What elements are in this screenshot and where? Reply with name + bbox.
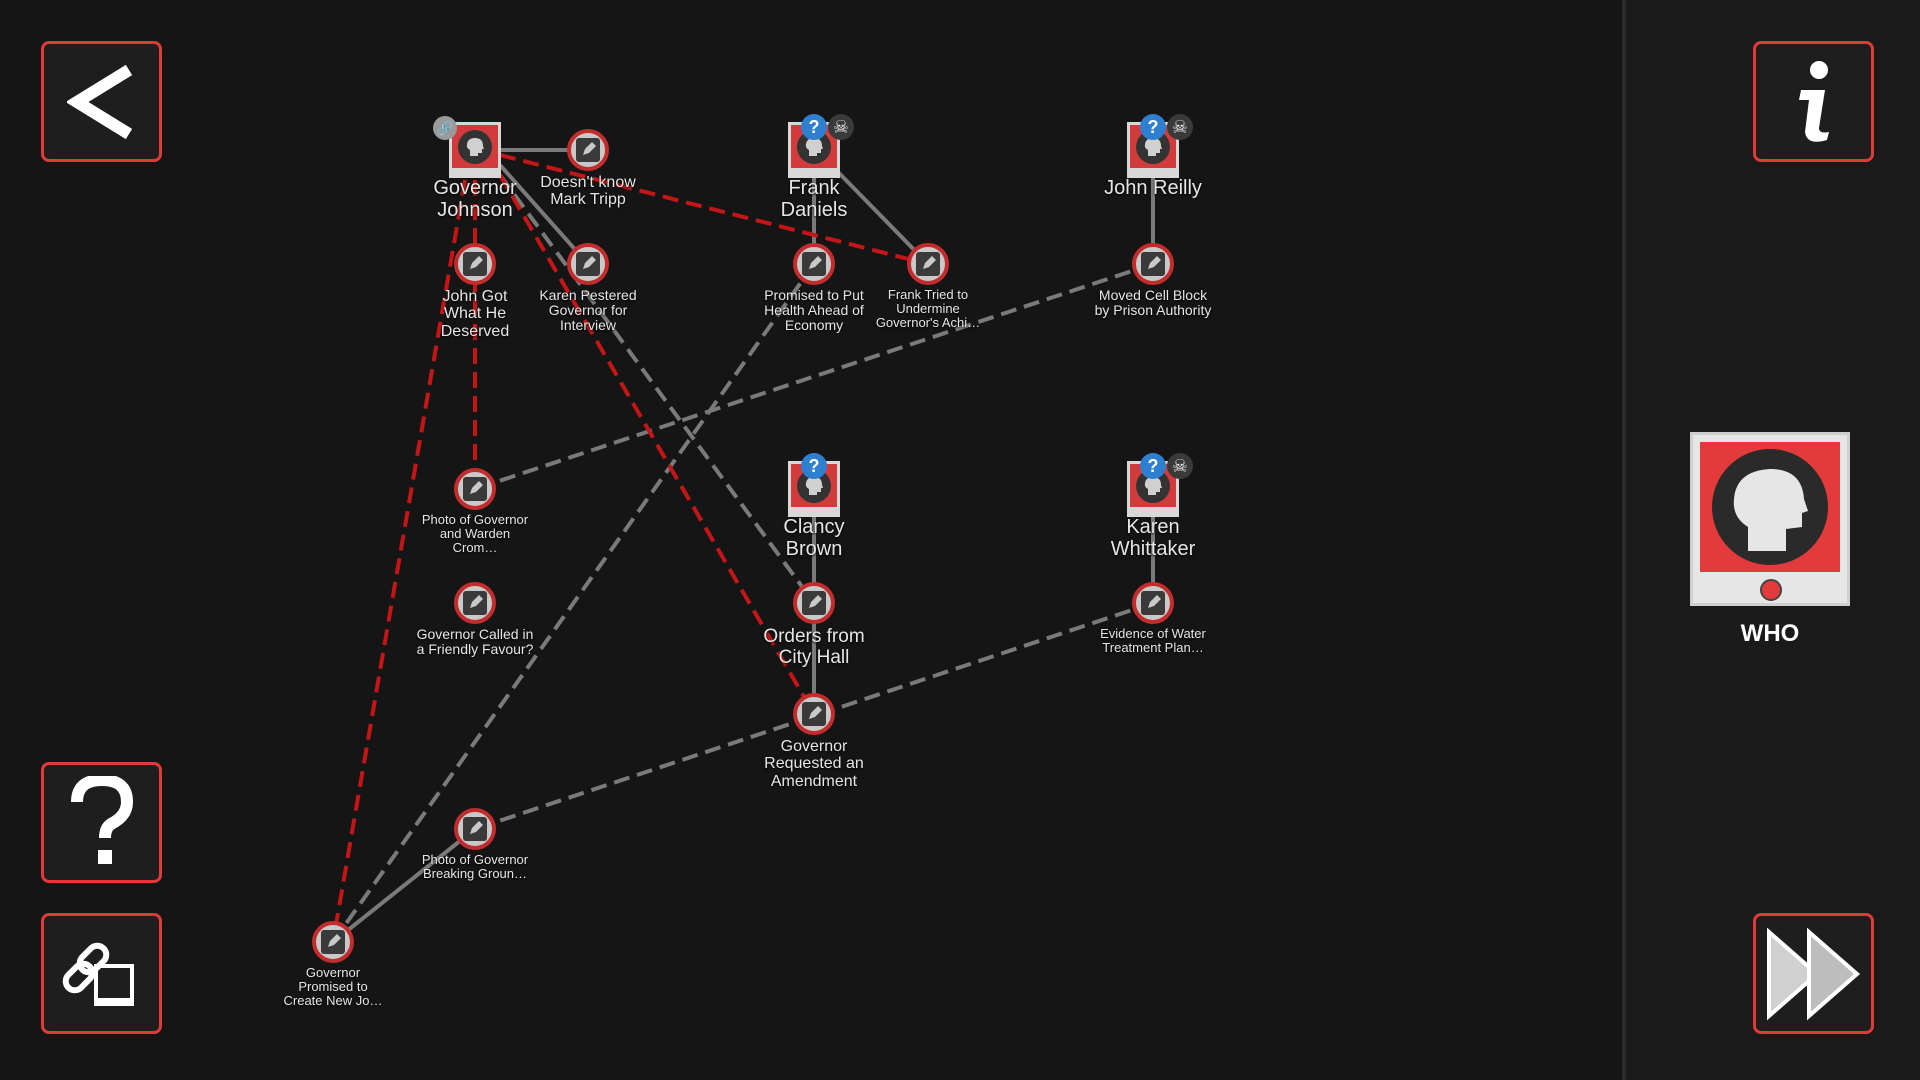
note-icon [454,808,496,850]
clue-label: Governor Called in a Friendly Favour? [416,626,534,658]
clue-label: Frank Tried to Undermine Governor's Achi… [875,287,981,331]
connection-lines [331,148,1155,944]
clue-label: Governor Requested an Amendment [764,738,864,790]
note-icon [454,468,496,510]
note-icon [454,582,496,624]
person-name: Governor Johnson [433,177,517,221]
note-icon [454,243,496,285]
who-label: WHO [1740,620,1800,647]
info-icon [1798,60,1829,142]
question-badge-icon: ? [1140,453,1166,479]
link-governor-c5 [499,153,929,266]
info-button[interactable] [1753,41,1874,162]
link-governor-c13 [331,179,467,943]
clue-label: John Got What He Deserved [440,288,510,340]
who-card[interactable] [1690,432,1850,606]
skull-badge-icon: ☠ [1167,114,1193,140]
link-mode-button[interactable] [41,913,162,1034]
clue-label: Karen Pestered Governor for Interview [539,287,637,334]
clue-label: Photo of Governor and Warden Crom… [421,512,529,556]
person-name: Karen Whittaker [1110,516,1196,560]
question-badge-icon: ? [1140,114,1166,140]
status-dot [1760,579,1782,601]
question-icon [70,775,133,864]
clue-label: Doesn't know Mark Tripp [540,174,636,209]
fast-forward-button[interactable] [1753,913,1874,1034]
question-badge-icon: ? [801,114,827,140]
link-icon: 🔗 [433,116,457,140]
link-governor-c11 [498,173,816,716]
note-icon [1132,582,1174,624]
note-icon [793,243,835,285]
clue-label: Photo of Governor Breaking Groun… [421,852,529,882]
clue-label: Moved Cell Block by Prison Authority [1094,287,1212,319]
link-c4-c13 [331,262,816,944]
link-card-icon [62,942,134,1006]
question-badge-icon: ? [801,453,827,479]
skull-badge-icon: ☠ [1167,453,1193,479]
head-silhouette-icon [1700,442,1840,572]
note-icon [312,921,354,963]
person-name: Frank Daniels [780,177,848,221]
person-name: John Reilly [1104,177,1202,199]
clue-label: Orders from City Hall [763,626,865,668]
link-c12-c13 [331,827,477,944]
clue-label: Promised to Put Health Ahead of Economy [764,287,864,334]
back-icon [66,64,132,139]
note-icon [793,582,835,624]
back-button[interactable] [41,41,162,162]
evidence-board: 🔗 Governor Johnson ? ☠ Frank Daniels ? ☠… [283,114,1212,1009]
person-silhouette-icon [449,122,501,178]
person-name: Clancy Brown [783,516,845,560]
note-icon [567,129,609,171]
note-icon [907,243,949,285]
clue-label: Governor Promised to Create New Jo… [283,965,383,1009]
note-icon [567,243,609,285]
link-governor-c9 [498,173,816,605]
note-icon [793,693,835,735]
help-button[interactable] [41,762,162,883]
fast-forward-icon [1766,927,1860,1020]
clue-label: Evidence of Water Treatment Plan… [1100,626,1206,656]
note-icon [1132,243,1174,285]
skull-badge-icon: ☠ [828,114,854,140]
